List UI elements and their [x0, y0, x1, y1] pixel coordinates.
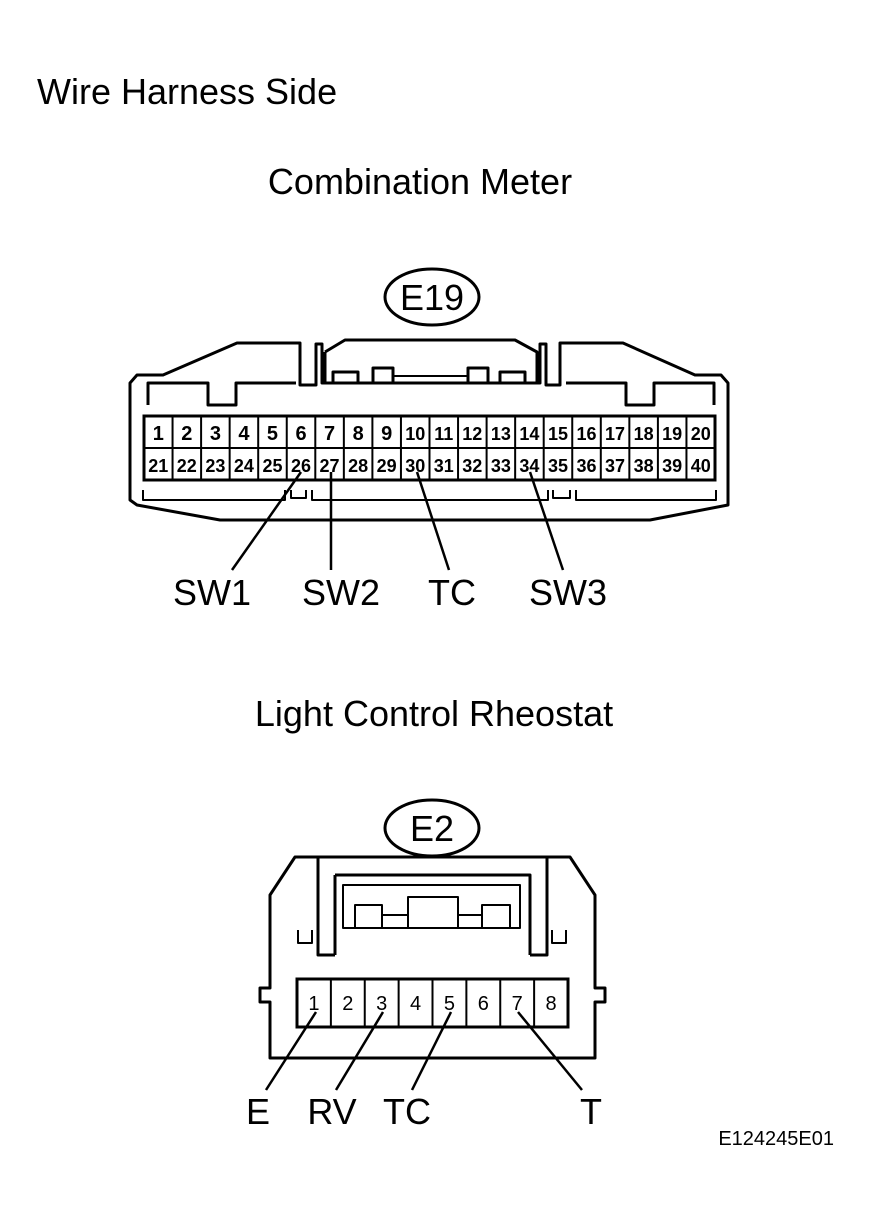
connector-code-e19-label: E19: [400, 277, 464, 318]
connector-code-e19: E19: [383, 267, 481, 327]
pin-number: 26: [291, 456, 311, 476]
pin-number: 30: [405, 456, 425, 476]
pin-number: 12: [462, 424, 482, 444]
figure-code: E124245E01: [718, 1128, 834, 1150]
pin-number: 29: [377, 456, 397, 476]
pin-number: 16: [577, 424, 597, 444]
pin-number: 32: [462, 456, 482, 476]
page-title: Wire Harness Side: [37, 71, 337, 112]
pin-number: 6: [295, 423, 306, 445]
connector-name-combination-meter: Combination Meter: [268, 161, 572, 202]
pin-number: 5: [267, 423, 278, 445]
pin-number: 33: [491, 456, 511, 476]
pin-number: 13: [491, 424, 511, 444]
pin-number: 34: [519, 456, 539, 476]
terminal-label-sw3: SW3: [529, 572, 607, 613]
connector-housing-e2: [258, 855, 607, 1060]
connector-code-e2-label: E2: [410, 808, 454, 849]
pin-number: 11: [434, 424, 453, 444]
terminal-label-sw1: SW1: [173, 572, 251, 613]
pin-number: 9: [381, 423, 392, 445]
pin-number: 18: [634, 424, 654, 444]
terminal-label-t: T: [580, 1091, 602, 1132]
pin-number: 17: [605, 424, 625, 444]
pin-number: 39: [662, 456, 682, 476]
pin-number: 3: [210, 423, 221, 445]
pin-number: 27: [320, 456, 340, 476]
terminal-label-tc-e2: TC: [383, 1091, 431, 1132]
terminal-leaders-e2: [264, 1011, 583, 1091]
pin-number: 7: [324, 423, 335, 445]
pin-number: 1: [153, 423, 164, 445]
pin-number: 3: [376, 993, 387, 1015]
terminal-label-rv: RV: [307, 1091, 356, 1132]
pin-number: 4: [238, 423, 250, 445]
pin-number: 5: [444, 993, 455, 1015]
connector-name-light-control-rheostat: Light Control Rheostat: [255, 693, 613, 734]
pin-number: 14: [519, 424, 539, 444]
terminal-leaders-e19: [230, 471, 565, 571]
pin-number: 35: [548, 456, 568, 476]
pin-number: 37: [605, 456, 625, 476]
pin-number: 20: [691, 424, 711, 444]
pin-number: 2: [181, 423, 192, 445]
pin-number: 28: [348, 456, 368, 476]
terminal-label-sw2: SW2: [302, 572, 380, 613]
pin-number: 4: [410, 993, 421, 1015]
pin-number: 8: [353, 423, 364, 445]
pin-number: 1: [308, 993, 319, 1015]
pin-number: 24: [234, 456, 254, 476]
pin-number: 23: [205, 456, 225, 476]
connector-housing-e19: [128, 338, 730, 522]
pin-number: 22: [177, 456, 197, 476]
pin-number: 38: [634, 456, 654, 476]
pin-number: 2: [342, 993, 353, 1015]
connector-code-e2: E2: [383, 798, 481, 858]
terminal-label-tc-e19: TC: [428, 572, 476, 613]
pin-number: 8: [546, 993, 557, 1015]
pin-number: 7: [512, 993, 523, 1015]
pin-number: 36: [577, 456, 597, 476]
pin-number: 25: [262, 456, 282, 476]
pin-number: 31: [434, 456, 454, 476]
pin-number: 19: [662, 424, 682, 444]
terminal-label-e: E: [246, 1091, 270, 1132]
pin-number: 10: [405, 424, 425, 444]
pin-number: 40: [691, 456, 711, 476]
pin-grid-e2: 1 2 3 4 5 6 7 8: [295, 977, 570, 1029]
pin-number: 6: [478, 993, 489, 1015]
pin-number: 15: [548, 424, 568, 444]
pin-number: 21: [148, 456, 168, 476]
